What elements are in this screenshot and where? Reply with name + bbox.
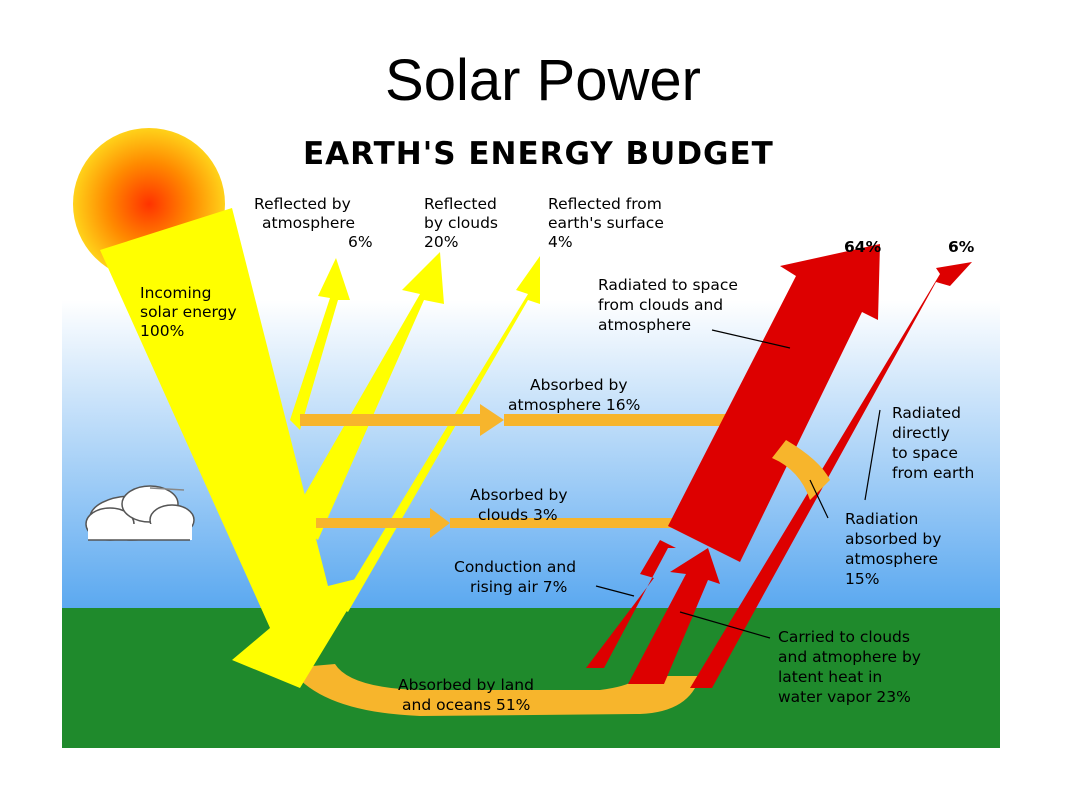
label-absorbed-clouds: Absorbed by clouds 3% xyxy=(470,486,568,524)
absorbed-clouds-band xyxy=(316,508,672,538)
label-pct-64: 64% xyxy=(844,238,882,256)
svg-text:Carried to clouds: Carried to clouds xyxy=(778,628,910,646)
reflected-clouds-arrow xyxy=(290,252,444,540)
svg-text:from clouds and: from clouds and xyxy=(598,296,723,314)
svg-text:Absorbed by: Absorbed by xyxy=(470,486,568,504)
svg-text:by clouds: by clouds xyxy=(424,214,498,232)
svg-text:directly: directly xyxy=(892,424,950,442)
svg-text:100%: 100% xyxy=(140,322,184,340)
svg-text:atmosphere: atmosphere xyxy=(598,316,691,334)
absorbed-land-band xyxy=(290,664,700,716)
svg-text:latent heat in: latent heat in xyxy=(778,668,882,686)
absorbed-atmosphere-band xyxy=(300,404,730,436)
svg-text:clouds 3%: clouds 3% xyxy=(478,506,558,524)
label-pct-6: 6% xyxy=(948,238,975,256)
reflected-atmosphere-arrow xyxy=(290,258,350,430)
svg-text:Reflected by: Reflected by xyxy=(254,195,351,213)
svg-text:Conduction and: Conduction and xyxy=(454,558,576,576)
reflected-surface-arrow xyxy=(338,256,540,612)
svg-text:Reflected from: Reflected from xyxy=(548,195,662,213)
svg-text:Absorbed by: Absorbed by xyxy=(530,376,628,394)
slide-title: Solar Power xyxy=(385,48,701,113)
ground xyxy=(62,608,1000,748)
svg-text:earth's surface: earth's surface xyxy=(548,214,664,232)
latent-heat-arrow xyxy=(628,548,720,684)
label-radiation-absorbed: Radiation absorbed by atmosphere 15% xyxy=(845,510,941,588)
pointer-lines xyxy=(595,329,881,639)
svg-text:15%: 15% xyxy=(845,570,879,588)
label-reflected-surface: Reflected from earth's surface 4% xyxy=(548,195,664,251)
svg-text:to space: to space xyxy=(892,444,958,462)
label-incoming: Incoming solar energy 100% xyxy=(140,284,237,340)
svg-text:Absorbed by land: Absorbed by land xyxy=(398,676,534,694)
cloud-icon xyxy=(85,485,195,541)
svg-text:Reflected: Reflected xyxy=(424,195,497,213)
svg-text:water vapor 23%: water vapor 23% xyxy=(778,688,911,706)
svg-text:4%: 4% xyxy=(548,233,573,251)
svg-text:from earth: from earth xyxy=(892,464,974,482)
label-absorbed-land: Absorbed by land and oceans 51% xyxy=(398,676,534,714)
diagram-heading: EARTH'S ENERGY BUDGET xyxy=(303,136,774,172)
svg-text:20%: 20% xyxy=(424,233,458,251)
atmosphere-absorbed-band xyxy=(772,440,830,500)
svg-text:atmosphere: atmosphere xyxy=(262,214,355,232)
incoming-solar-arrow xyxy=(100,208,368,688)
svg-text:atmosphere 16%: atmosphere 16% xyxy=(508,396,640,414)
svg-text:and oceans 51%: and oceans 51% xyxy=(402,696,530,714)
label-conduction: Conduction and rising air 7% xyxy=(454,558,576,596)
label-reflected-atmosphere: Reflected by atmosphere 6% xyxy=(254,195,373,251)
svg-text:6%: 6% xyxy=(348,233,373,251)
svg-text:Radiated to space: Radiated to space xyxy=(598,276,738,294)
svg-text:rising air 7%: rising air 7% xyxy=(470,578,567,596)
label-radiated-direct: Radiated directly to space from earth xyxy=(892,404,974,482)
radiated-direct-arrow xyxy=(690,262,972,688)
svg-text:absorbed by: absorbed by xyxy=(845,530,941,548)
svg-text:atmosphere: atmosphere xyxy=(845,550,938,568)
label-absorbed-atmosphere: Absorbed by atmosphere 16% xyxy=(508,376,640,414)
svg-text:solar energy: solar energy xyxy=(140,303,237,321)
svg-text:and atmophere by: and atmophere by xyxy=(778,648,921,666)
radiated-space-arrow xyxy=(668,244,880,562)
conduction-arrow xyxy=(586,540,676,668)
svg-text:Radiated: Radiated xyxy=(892,404,961,422)
svg-text:Incoming: Incoming xyxy=(140,284,211,302)
label-radiated-space: Radiated to space from clouds and atmosp… xyxy=(598,276,738,334)
label-reflected-clouds: Reflected by clouds 20% xyxy=(424,195,498,251)
label-carried: Carried to clouds and atmophere by laten… xyxy=(778,628,921,706)
svg-text:Radiation: Radiation xyxy=(845,510,918,528)
